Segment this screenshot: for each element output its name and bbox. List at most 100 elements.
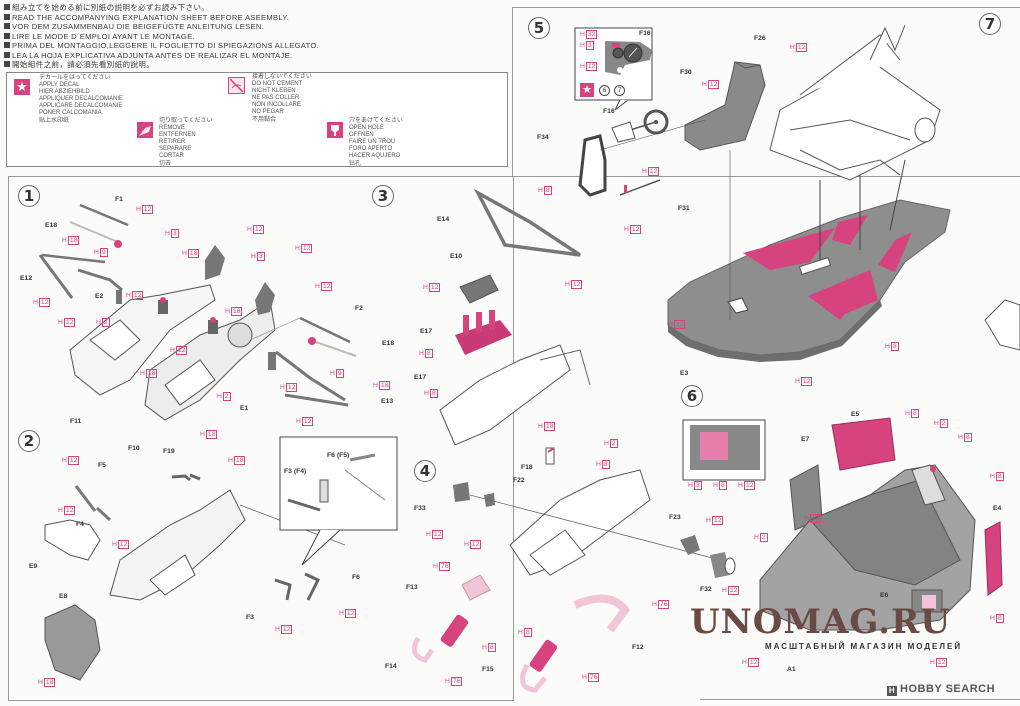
watermark-subtitle: МАСШТАБНЫЙ МАГАЗИН МОДЕЛЕЙ [765,642,963,651]
decal-number: 6 [599,85,610,96]
step2-illustration [44,436,398,681]
part-label: F3 (F4) [284,468,307,475]
part-label: F23 [669,514,681,521]
part-label: F10 [128,445,140,452]
part-label: A1 [787,666,796,673]
part-label: E7 [801,436,810,443]
part-label: F34 [537,134,549,141]
step-number-3: 3 [372,185,394,207]
part-label: E18 [45,222,58,229]
part-label: F15 [482,666,494,673]
part-label: E14 [437,216,450,223]
part-label: F12 [632,644,644,651]
drill-icon [327,122,343,138]
steps1-4-frame [8,176,514,701]
part-label: E9 [29,563,38,570]
step-number-6: 6 [681,385,703,407]
step6-illustration [682,417,1003,631]
part-label: E2 [95,293,104,300]
part-label: E5 [851,411,860,418]
bottom-rule [700,699,1020,700]
notice-line: PRIMA DEL MONTAGGIO,LEGGERE IL FOGLIETTO… [4,41,319,51]
part-label: F19 [163,448,175,455]
no-cement-icon [228,77,245,94]
step4-illustration [411,469,736,693]
step5-frame [512,7,1020,177]
part-label: F4 [76,521,84,528]
part-label: F6 [352,574,360,581]
steering-wheel-illustration [629,109,669,135]
part-label: E17 [420,328,433,335]
notice-line: 開始組件之前，請必須先看別紙的說明。 [4,60,319,70]
part-label: F16 [639,30,651,37]
assembly-notice: 組み立てを始める前に別紙の説明を必ずお読み下さい。 READ THE ACCOM… [4,3,319,70]
part-label: F5 [98,462,106,469]
star-icon: ★ [14,79,30,95]
notice-line: READ THE ACCOMPANYING EXPLANATION SHEET … [4,13,319,23]
step-number-2: 2 [18,430,40,452]
part-label: F11 [70,418,82,425]
part-label: F6 (F5) [327,452,350,459]
part-label: E4 [993,505,1002,512]
brand-icon: H [887,686,897,696]
part-label: F30 [680,69,692,76]
step3-illustration [439,188,591,465]
step-number-5: 5 [528,17,550,39]
decal-number: 7 [614,85,625,96]
part-label: E12 [20,275,33,282]
notice-line: LIRE LE MODE D´EMPLOI AYANT LE MONTAGE. [4,32,319,42]
part-label: E6 [880,592,889,599]
